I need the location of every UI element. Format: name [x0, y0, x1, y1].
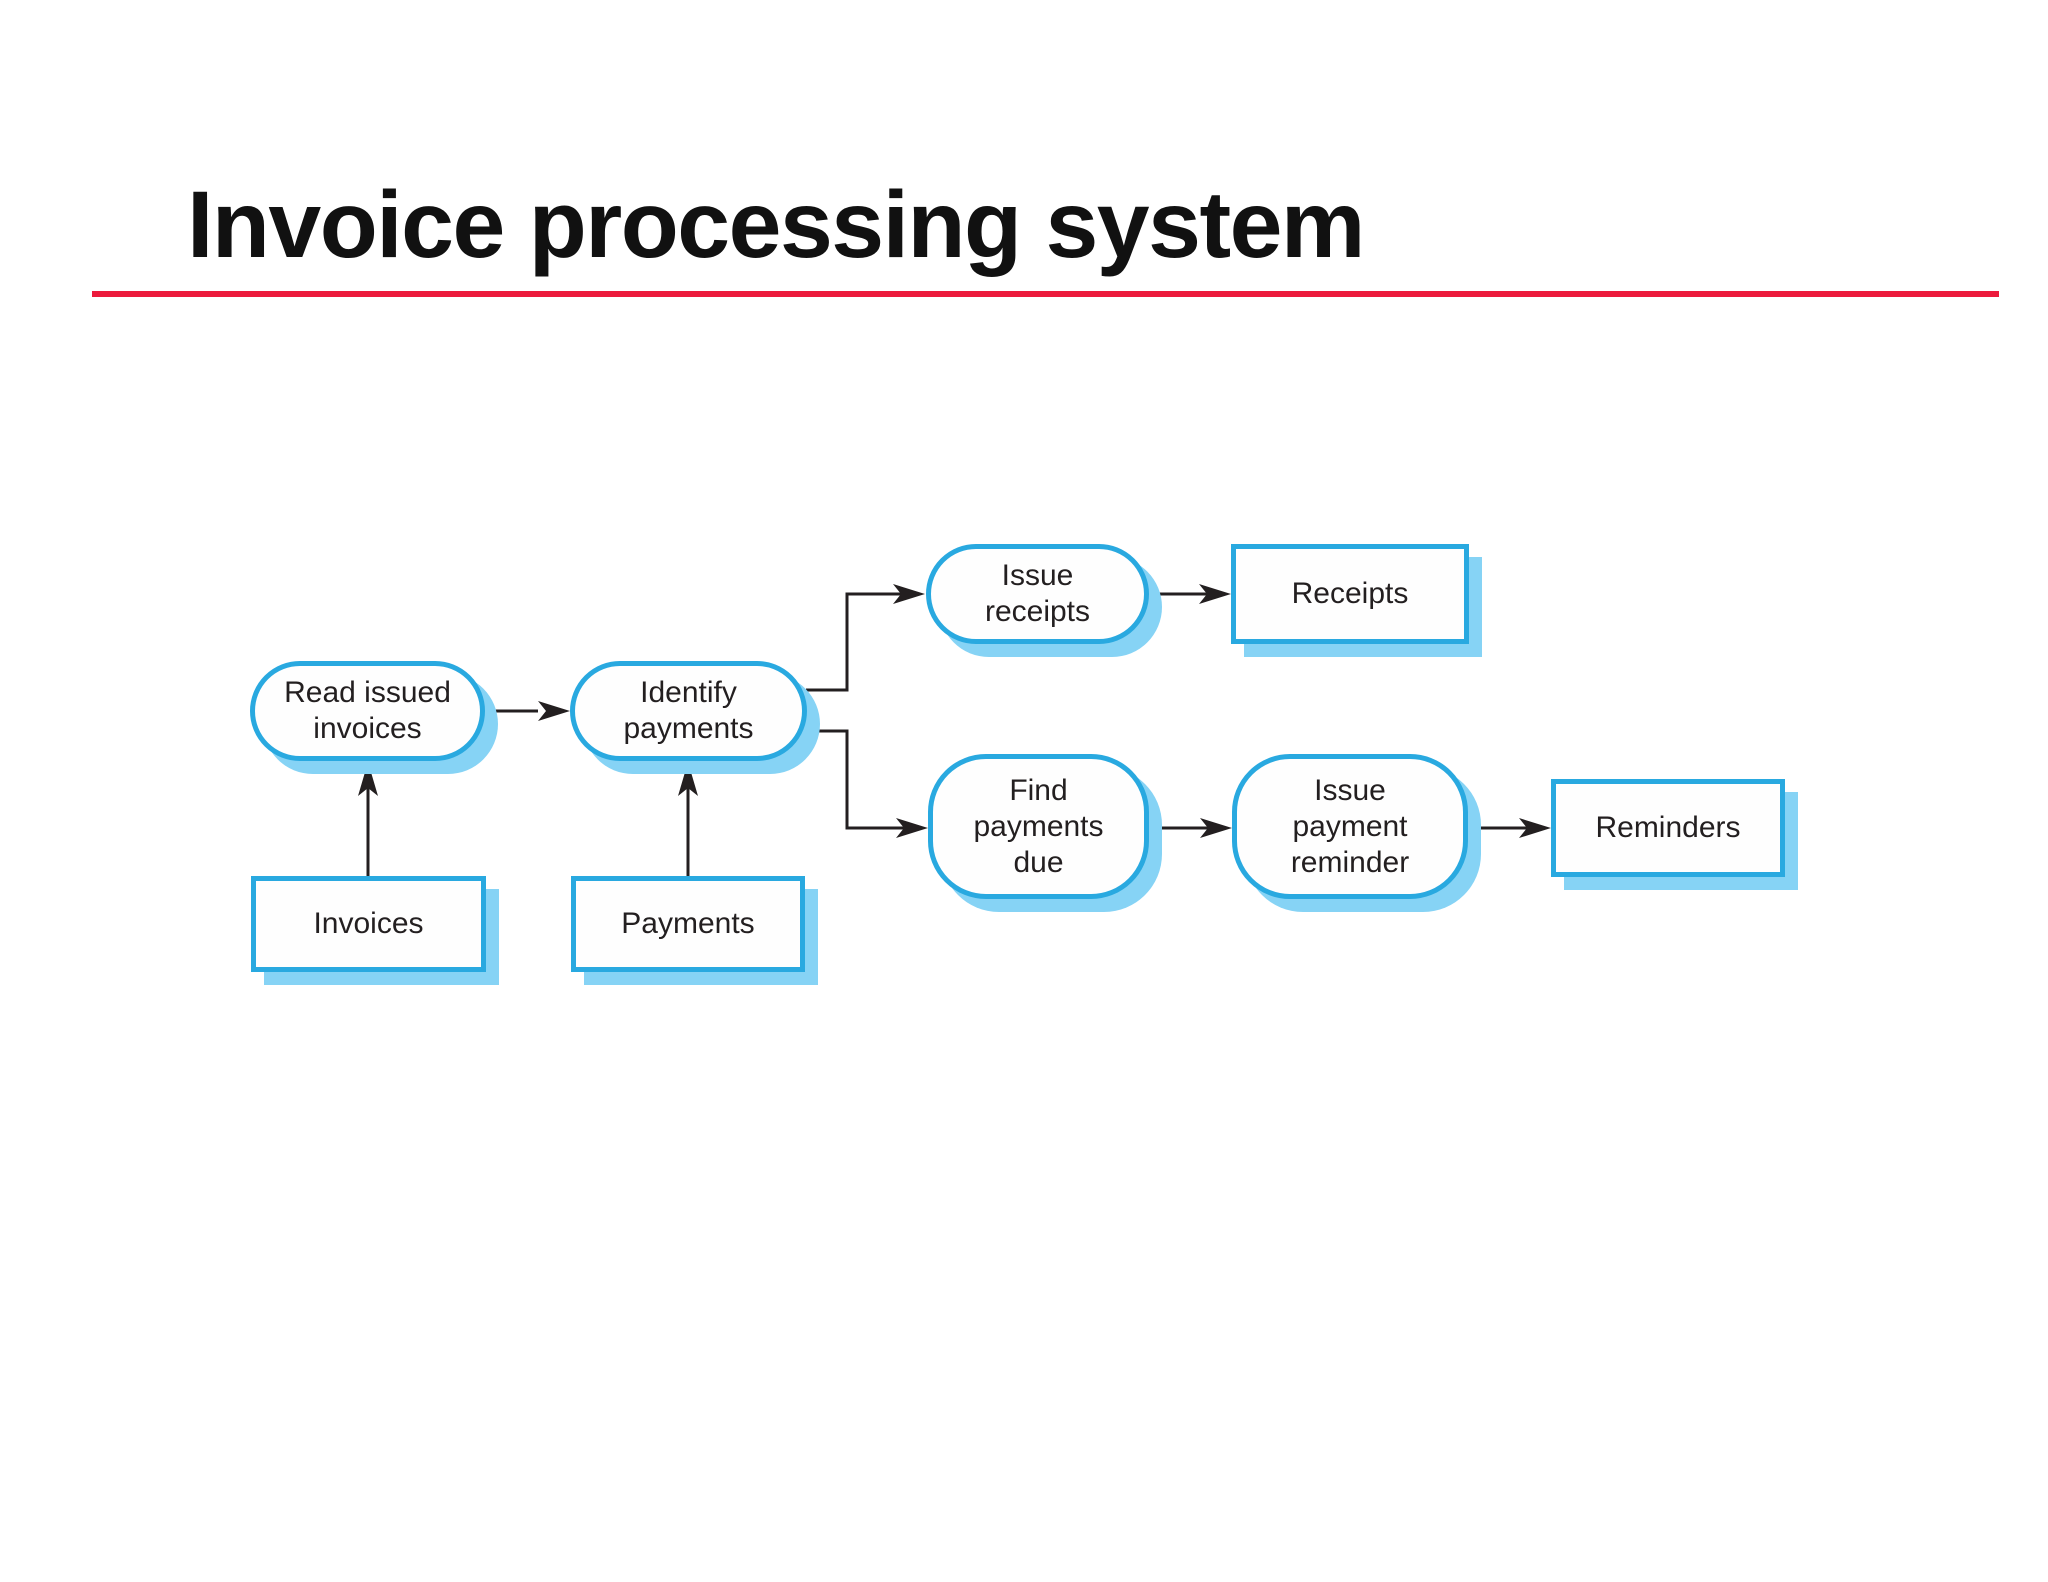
arrow-identify-to-issue-receipts	[806, 592, 901, 692]
arrowhead	[896, 818, 928, 838]
datastore-invoices: Invoices	[251, 876, 486, 972]
arrow-identify-to-find-payments-due	[806, 729, 904, 830]
arrowhead	[678, 762, 698, 796]
datastore-label: Payments	[621, 907, 755, 940]
arrowhead	[1200, 818, 1232, 838]
datastore-receipts: Receipts	[1231, 544, 1469, 644]
arrowhead	[538, 701, 570, 721]
process-label: Issue receipts	[984, 559, 1091, 628]
arrowhead	[358, 762, 378, 796]
datastore-label: Invoices	[313, 907, 424, 940]
datastore-payments: Payments	[571, 876, 805, 972]
process-find-payments-due: Find payments due	[928, 754, 1149, 899]
page-title: Invoice processing system	[187, 172, 1365, 278]
process-issue-payment-reminder: Issue payment reminder	[1232, 754, 1468, 899]
datastore-label: Receipts	[1291, 577, 1409, 610]
process-read-issued-invoices: Read issued invoices	[250, 661, 485, 761]
process-identify-payments: Identify payments	[570, 661, 807, 761]
arrowhead	[1199, 584, 1231, 604]
process-issue-receipts: Issue receipts	[926, 544, 1149, 644]
process-label: Read issued invoices	[284, 676, 451, 745]
title-divider	[92, 291, 1999, 297]
arrowhead	[1519, 818, 1551, 838]
process-label: Identify payments	[623, 676, 754, 745]
process-label: Issue payment reminder	[1290, 773, 1410, 879]
datastore-reminders: Reminders	[1551, 779, 1785, 877]
datastore-label: Reminders	[1595, 811, 1741, 844]
process-label: Find payments due	[973, 773, 1104, 879]
arrowhead	[893, 584, 925, 604]
